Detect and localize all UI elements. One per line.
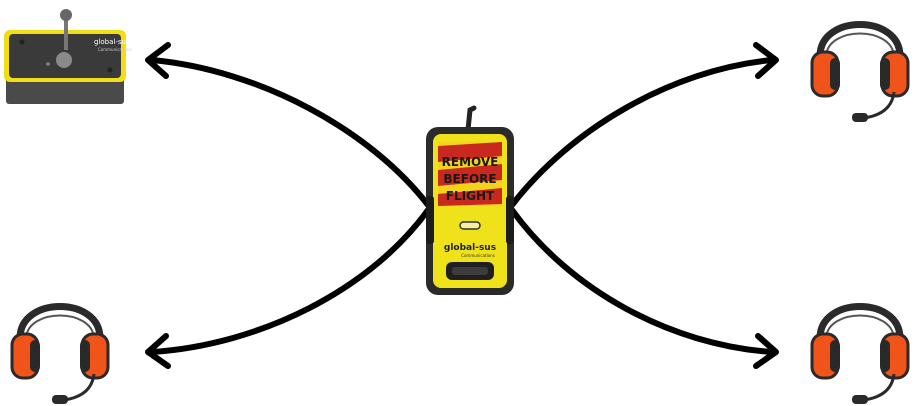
tag-line-1: REMOVE	[442, 155, 499, 169]
control-box-brand: global-sus	[94, 38, 130, 46]
tag-line-3: FLIGHT	[446, 189, 495, 203]
control-box-icon: global-sus Communications	[4, 9, 132, 104]
transmitter-icon: REMOVE BEFORE FLIGHT global-sus Communic…	[426, 108, 514, 295]
control-box-brand-sub: Communications	[98, 47, 132, 52]
headset-icon-bottom-right	[812, 307, 908, 405]
arrow-bottom-right	[512, 210, 776, 366]
arrow-bottom-left	[148, 210, 428, 366]
arrow-top-left	[148, 45, 428, 205]
arrow-top-right	[512, 45, 776, 205]
device-brand-sub: Communications	[461, 253, 495, 258]
headset-icon-bottom-left	[12, 307, 108, 405]
headset-icon-top-right	[812, 25, 908, 123]
remove-before-flight-tag: REMOVE BEFORE FLIGHT	[438, 142, 502, 206]
device-brand: global-sus	[444, 243, 496, 253]
tag-line-2: BEFORE	[443, 172, 496, 186]
